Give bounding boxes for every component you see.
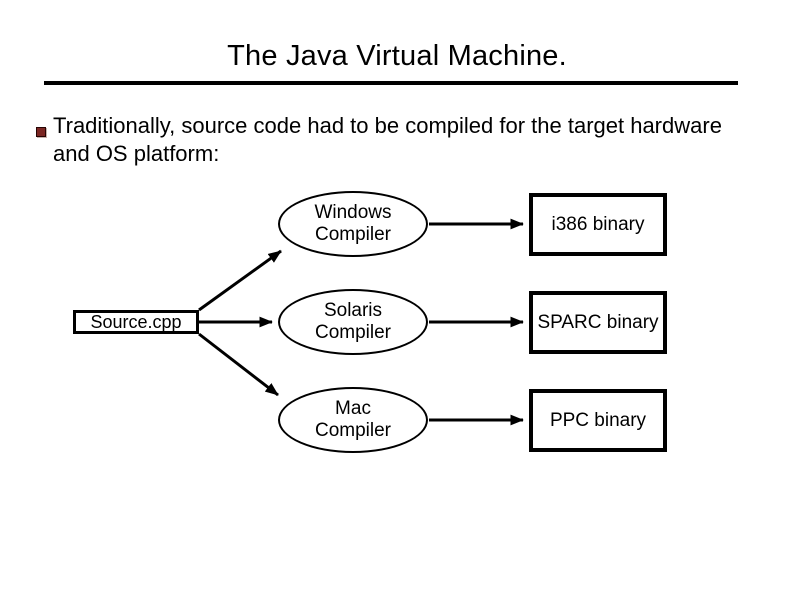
arrow-source-to-windows-compiler — [198, 249, 282, 312]
binary-node-ppc: PPC binary — [529, 389, 667, 452]
bullet-marker-icon — [36, 127, 46, 137]
binary-node-label: i386 binary — [551, 213, 645, 235]
binary-node-label: PPC binary — [549, 409, 647, 431]
compiler-label-line: Solaris — [323, 300, 383, 321]
source-node: Source.cpp — [73, 310, 199, 334]
bullet-text: Traditionally, source code had to be com… — [53, 113, 722, 166]
compiler-node-windows: Windows Compiler — [278, 191, 428, 257]
compiler-label-line: Compiler — [314, 224, 392, 245]
compiler-label-line: Mac — [335, 398, 371, 419]
page-title: The Java Virtual Machine. — [227, 40, 567, 72]
compiler-label-line: Compiler — [314, 322, 392, 343]
arrow-source-to-mac-compiler — [198, 332, 279, 397]
compiler-node-mac: Mac Compiler — [278, 387, 428, 453]
title-underline — [44, 81, 738, 85]
compiler-node-solaris: Solaris Compiler — [278, 289, 428, 355]
binary-node-i386: i386 binary — [529, 193, 667, 256]
source-node-label: Source.cpp — [90, 312, 182, 332]
compiler-label-line: Windows — [314, 202, 392, 223]
binary-node-sparc: SPARC binary — [529, 291, 667, 354]
binary-node-label: SPARC binary — [537, 311, 659, 333]
compiler-label-line: Compiler — [314, 420, 392, 441]
